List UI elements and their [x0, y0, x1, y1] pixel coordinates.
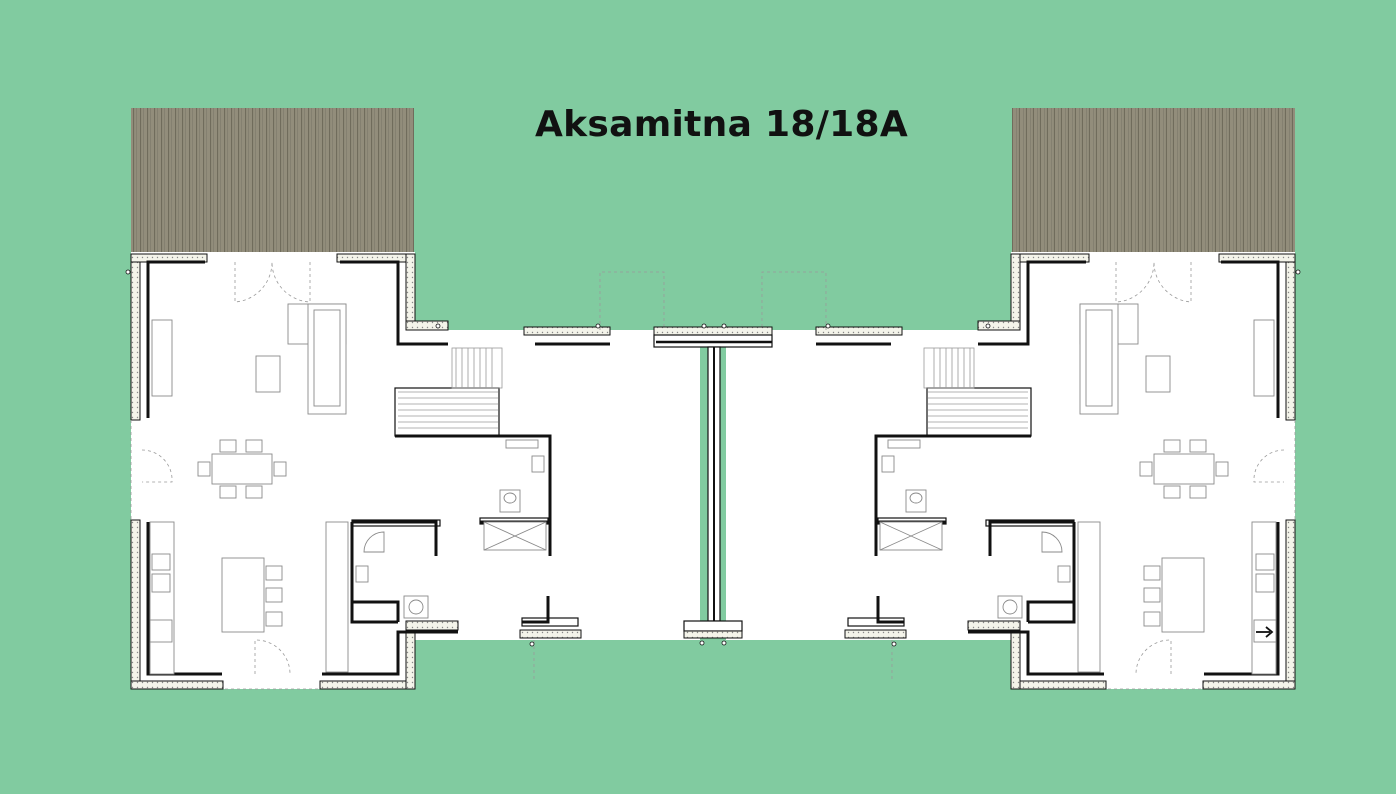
arrow-right-icon [1256, 626, 1274, 638]
party-wall [653, 323, 773, 646]
page-title: Aksamitna 18/18A [534, 104, 909, 145]
unit-18 [124, 106, 702, 691]
unit-18a [724, 106, 1302, 691]
